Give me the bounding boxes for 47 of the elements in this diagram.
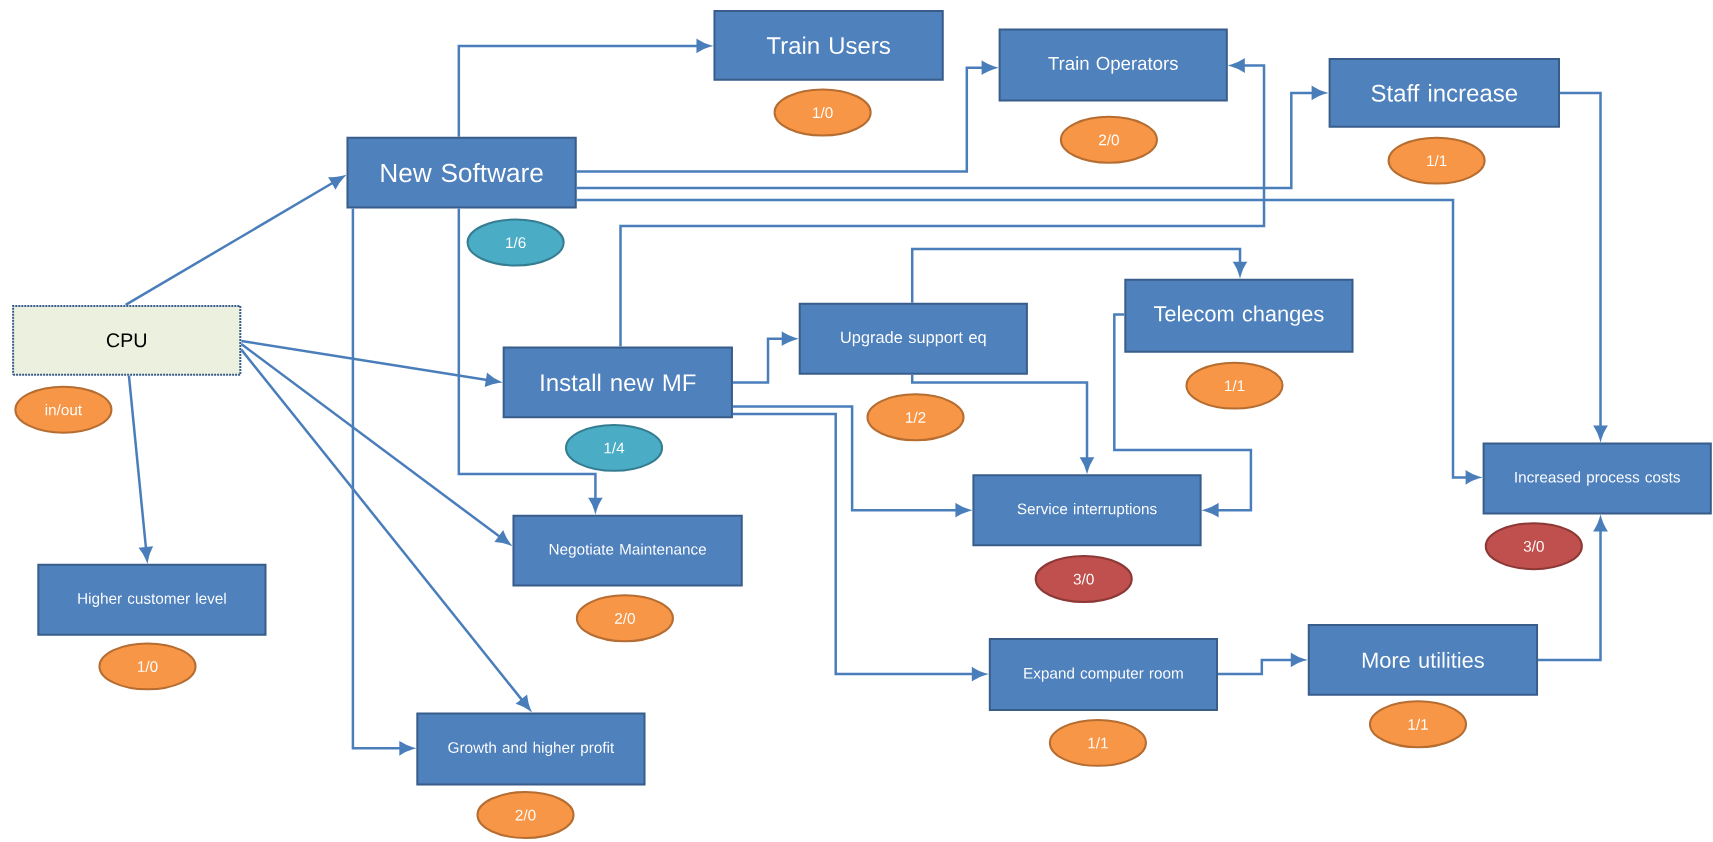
count-oval: 1/0 [773,88,872,137]
arrow [576,198,1480,484]
arrow [732,332,796,384]
count-oval: 1/1 [1368,700,1468,749]
process-box: Train Users [713,9,944,81]
process-box: New Software [346,136,577,209]
arrow [240,348,531,711]
count-oval: 3/0 [1034,555,1133,603]
process-box: Train Operators [998,28,1228,102]
count-oval: 1/4 [564,423,664,472]
dotted-box: CPU [12,304,242,376]
arrow [241,339,500,387]
count-oval: 2/0 [476,791,575,839]
process-box: Upgrade support eq [798,302,1028,375]
count-oval: 1/6 [466,218,565,267]
arrow [240,343,511,545]
count-oval: 2/0 [575,594,674,643]
arrow [576,61,996,173]
arrow [910,247,1247,303]
process-box: Expand computer room [988,638,1218,712]
process-box: Staff increase [1328,58,1560,128]
process-box: Install new MF [502,346,733,419]
process-box: More utilities [1307,623,1539,696]
arrow [619,59,1266,347]
count-oval: 1/2 [866,393,965,442]
arrow [351,208,414,755]
count-oval: 1/0 [98,642,197,691]
process-box: Increased process costs [1482,442,1712,515]
count-oval: in/out [14,385,113,434]
arrow [1113,313,1253,517]
arrow [124,175,344,306]
count-oval: 2/0 [1059,115,1158,164]
process-box: Higher customer level [37,563,267,636]
process-box: Negotiate Maintenance [512,514,743,587]
count-oval: 1/1 [1048,718,1147,767]
arrow [732,412,986,681]
process-box: Service interruptions [972,474,1202,547]
count-oval: 1/1 [1387,136,1486,185]
process-box: Telecom changes [1124,278,1354,353]
arrow [457,39,711,137]
arrow [457,208,602,512]
arrow [576,86,1326,190]
process-box: Growth and higher profit [416,712,646,786]
arrow [1218,653,1305,676]
count-oval: 1/1 [1185,361,1284,410]
arrow [910,374,1094,472]
arrow [732,405,970,517]
